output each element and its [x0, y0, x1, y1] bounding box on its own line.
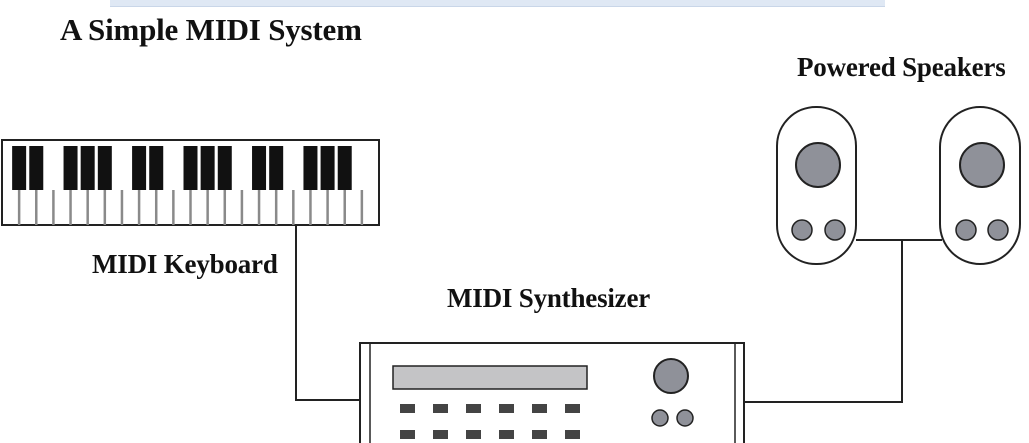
black-key [269, 146, 284, 190]
synth-small-knob-icon [651, 409, 669, 427]
powered-speakers-label: Powered Speakers [797, 52, 1006, 82]
speaker-icon [776, 106, 857, 265]
speaker-woofer [959, 142, 1005, 188]
white-keys [17, 190, 364, 225]
black-key [12, 146, 27, 190]
synth-button [532, 430, 547, 439]
synth-button [499, 430, 514, 439]
synth-button [466, 404, 481, 413]
black-key [217, 146, 232, 190]
black-key [320, 146, 335, 190]
black-key [183, 146, 198, 190]
synth-display-screen [392, 365, 588, 390]
keyboard-cable [295, 223, 360, 401]
black-key [149, 146, 164, 190]
black-key [132, 146, 147, 190]
synth-button [565, 430, 580, 439]
synth-main-knob-icon [653, 358, 689, 394]
piano-keyboard-icon [1, 139, 380, 226]
synth-button [532, 404, 547, 413]
synth-button [565, 404, 580, 413]
synth-button [499, 404, 514, 413]
synth-button [466, 430, 481, 439]
midi-keyboard-label: MIDI Keyboard [92, 249, 278, 279]
black-key [200, 146, 215, 190]
black-key [303, 146, 318, 190]
black-key [80, 146, 95, 190]
synth-small-knob-icon [676, 409, 694, 427]
black-keys [12, 146, 352, 190]
speaker-icon [939, 106, 1021, 265]
speaker-cable [744, 240, 903, 403]
synth-button [400, 404, 415, 413]
black-key [63, 146, 78, 190]
synth-button [433, 404, 448, 413]
black-key [337, 146, 352, 190]
speaker-tweeter [955, 219, 977, 241]
speaker-tweeter [987, 219, 1009, 241]
cables [295, 223, 942, 403]
black-key [252, 146, 267, 190]
synth-button [433, 430, 448, 439]
speaker-woofer [795, 142, 841, 188]
midi-synthesizer-label: MIDI Synthesizer [447, 283, 651, 313]
black-key [29, 146, 44, 190]
diagram-title: A Simple MIDI System [60, 12, 362, 47]
speaker-tweeter [791, 219, 813, 241]
synthesizer-icon [359, 342, 745, 443]
synth-button-grid [400, 404, 580, 439]
top-band [110, 0, 885, 7]
speaker-tweeter [824, 219, 846, 241]
synth-button [400, 430, 415, 439]
black-key [97, 146, 112, 190]
